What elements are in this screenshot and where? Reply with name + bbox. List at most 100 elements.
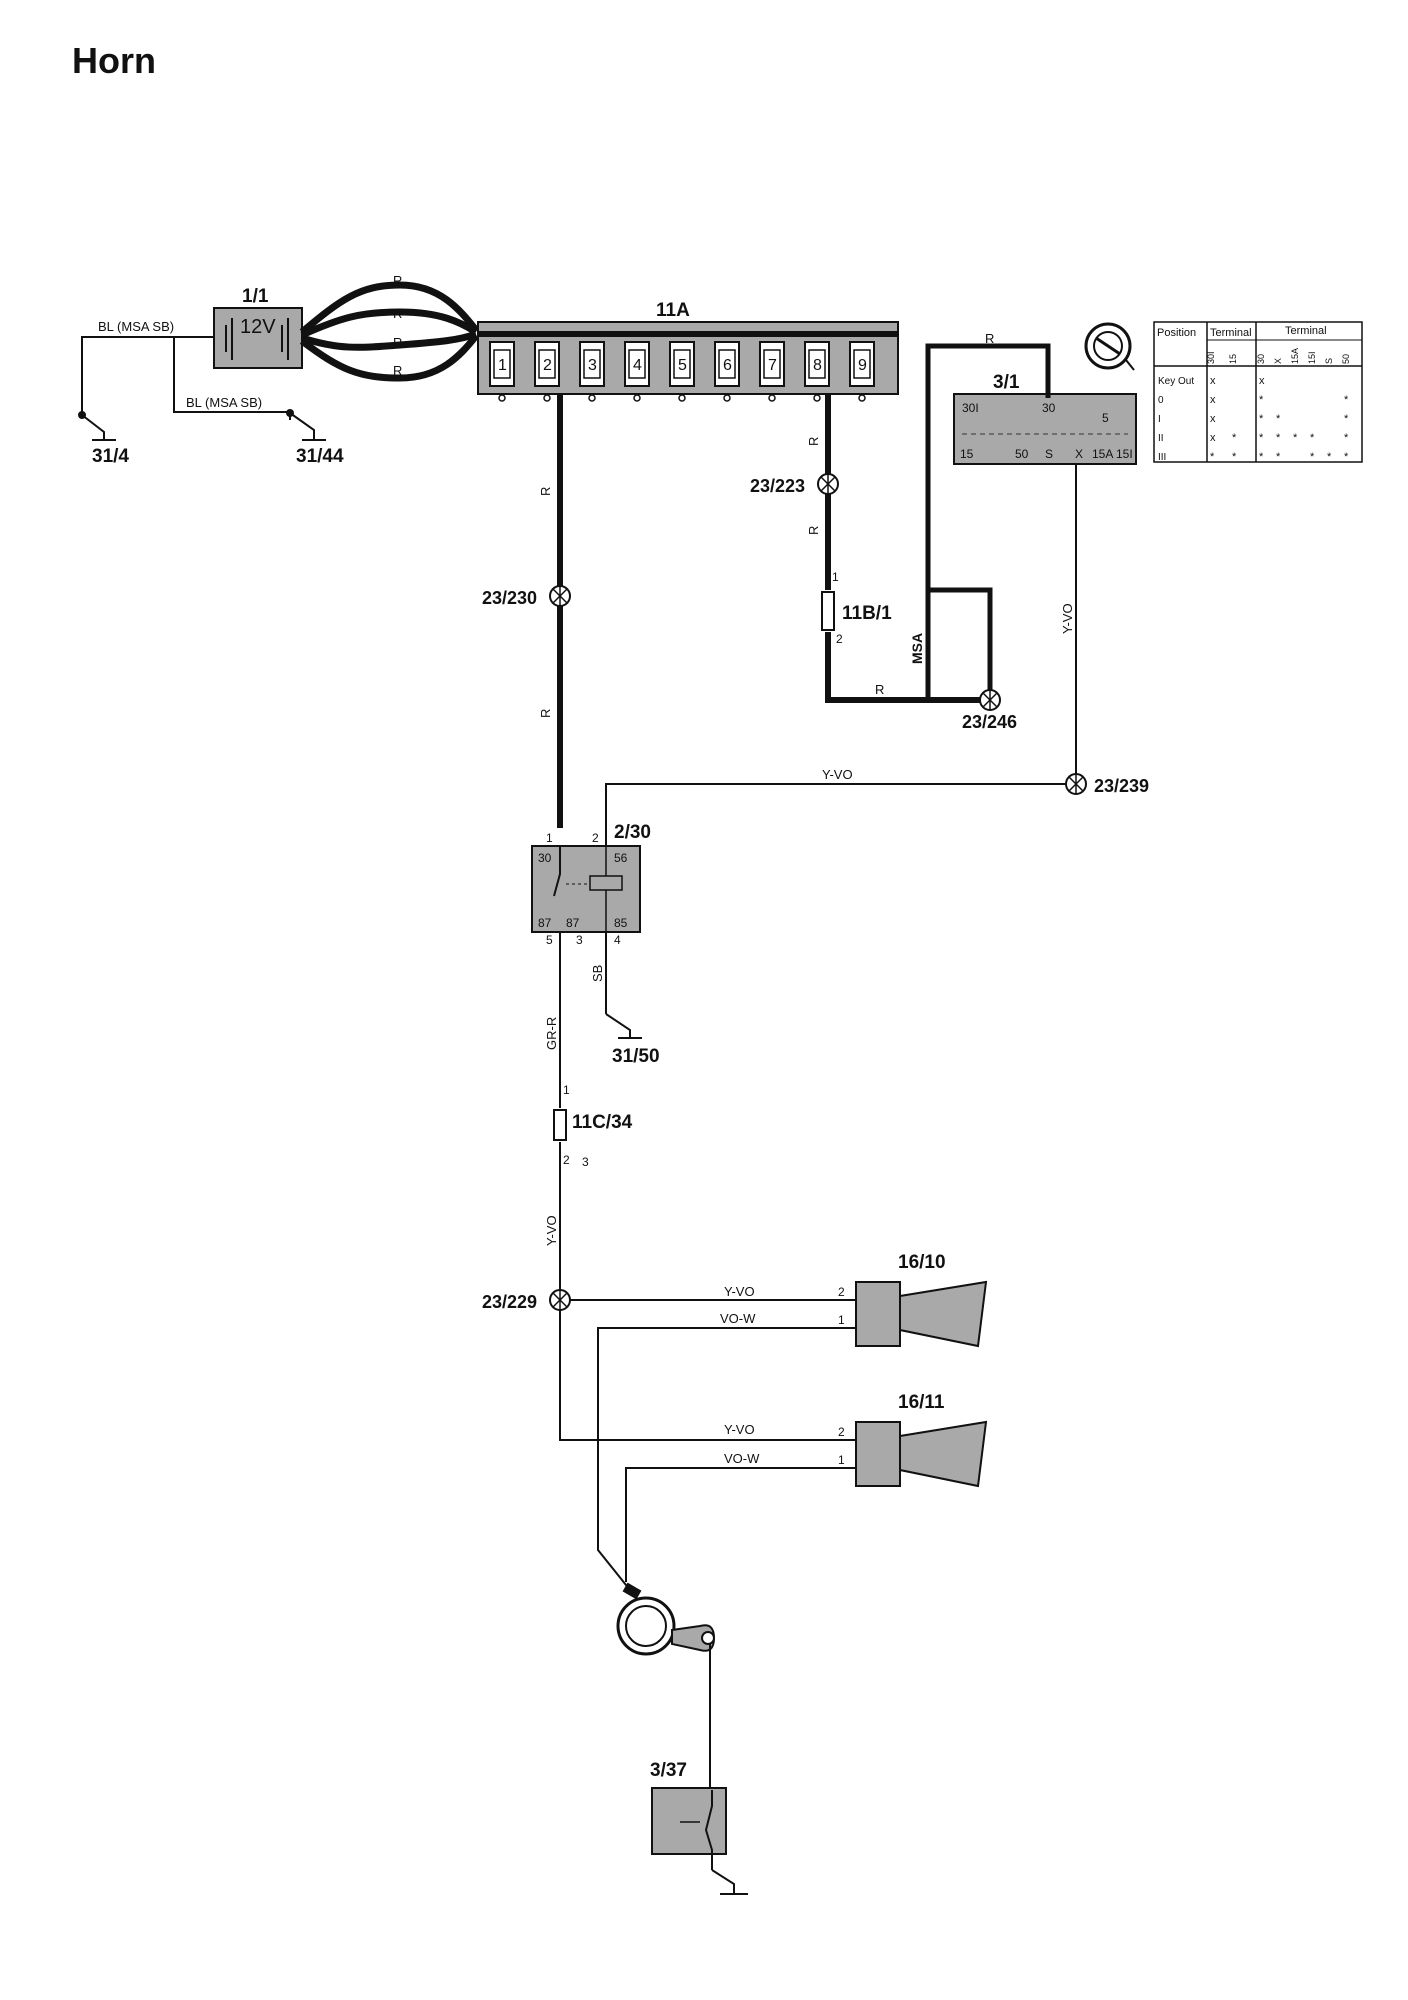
- svg-text:50: 50: [1015, 447, 1029, 461]
- splice-label: 23/230: [482, 588, 537, 608]
- horn-switch-3-37: 3/37: [650, 1760, 748, 1895]
- svg-text:1: 1: [838, 1313, 845, 1327]
- svg-text:2: 2: [836, 632, 843, 646]
- ground-label: 31/44: [296, 446, 344, 467]
- svg-text:2/30: 2/30: [614, 822, 651, 843]
- svg-text:GR-R: GR-R: [544, 1017, 559, 1050]
- table-cell-mark: *: [1327, 451, 1332, 463]
- svg-text:2: 2: [592, 831, 599, 845]
- svg-text:R: R: [393, 273, 402, 288]
- splices: 23/223 23/230 23/246 23/239 23/229: [482, 473, 1149, 1312]
- table-col-header: 50: [1341, 354, 1351, 364]
- svg-text:Y-VO: Y-VO: [724, 1422, 755, 1437]
- ground-label: 31/4: [92, 446, 129, 467]
- svg-text:85: 85: [614, 916, 628, 930]
- table-cell-mark: *: [1259, 413, 1264, 425]
- svg-text:4: 4: [614, 933, 621, 947]
- ground-31-50: SB 31/50: [590, 932, 660, 1067]
- svg-text:Terminal: Terminal: [1285, 325, 1327, 337]
- svg-text:30: 30: [1042, 401, 1056, 415]
- svg-text:3/37: 3/37: [650, 1760, 687, 1781]
- battery-ground-wires: BL (MSA SB) BL (MSA SB): [78, 319, 294, 420]
- table-row-position: II: [1158, 433, 1164, 444]
- battery-id: 1/1: [242, 286, 269, 307]
- svg-text:2: 2: [838, 1425, 845, 1439]
- fusebox-to-ignition-wire: R: [925, 331, 1051, 700]
- svg-text:3: 3: [582, 1155, 589, 1169]
- splice-point: 23/230: [482, 585, 571, 608]
- fuse-number: 6: [723, 357, 732, 374]
- table-col-header: 30I: [1206, 351, 1216, 364]
- horn-16-11: 16/11 2 1: [838, 1392, 988, 1488]
- wire-relay-to-11c: GR-R 11C/34 1 2 3 Y-VO: [544, 932, 633, 1300]
- svg-text:5: 5: [1102, 411, 1109, 425]
- table-col-header: 15I: [1307, 351, 1317, 364]
- svg-text:R: R: [393, 306, 402, 321]
- fuse-cell: 1: [489, 341, 515, 402]
- horn-16-10: 16/10 2 1: [838, 1252, 988, 1348]
- table-cell-mark: x: [1259, 375, 1265, 387]
- fuse-number: 5: [678, 357, 687, 374]
- fuse-cell: 5: [669, 341, 695, 402]
- splice-point: 23/239: [1065, 773, 1149, 796]
- svg-text:1: 1: [832, 570, 839, 584]
- splice-label: 23/229: [482, 1292, 537, 1312]
- splice-label: 23/246: [962, 712, 1017, 732]
- table-cell-mark: *: [1276, 451, 1281, 463]
- svg-text:Y-VO: Y-VO: [1060, 603, 1075, 634]
- table-row-position: I: [1158, 414, 1161, 425]
- svg-text:Position: Position: [1157, 327, 1196, 339]
- table-cell-mark: *: [1210, 451, 1215, 463]
- table-cell-mark: *: [1310, 432, 1315, 444]
- svg-text:31/50: 31/50: [612, 1046, 660, 1067]
- table-cell-mark: *: [1344, 432, 1349, 444]
- table-row-position: Key Out: [1158, 376, 1194, 387]
- svg-text:1: 1: [563, 1083, 570, 1097]
- table-col-header: 15A: [1290, 348, 1300, 364]
- fuse-number: 4: [633, 357, 642, 374]
- table-cell-mark: x: [1210, 432, 1216, 444]
- fuse-number: 3: [588, 357, 597, 374]
- svg-text:16/10: 16/10: [898, 1252, 946, 1273]
- table-cell-mark: *: [1232, 451, 1237, 463]
- steering-contact-icon: [616, 1582, 716, 1806]
- fusebox-id: 11A: [656, 300, 690, 321]
- svg-text:2: 2: [563, 1153, 570, 1167]
- svg-text:16/11: 16/11: [898, 1392, 945, 1413]
- horn-wires: Y-VO Y-VO VO-W VO-W: [559, 1284, 856, 1591]
- fuse-cell: 7: [759, 341, 785, 402]
- table-cell-mark: *: [1259, 451, 1264, 463]
- ignition-id: 3/1: [993, 372, 1020, 393]
- svg-text:VO-W: VO-W: [724, 1451, 760, 1466]
- ignition-switch: 3/1 30I 30 5 15 50 S X 15A 15I: [953, 322, 1137, 465]
- svg-text:R: R: [985, 331, 994, 346]
- svg-text:3: 3: [576, 933, 583, 947]
- svg-text:1: 1: [546, 831, 553, 845]
- table-row-position: 0: [1158, 395, 1164, 406]
- fuse-cell: 8: [804, 341, 830, 402]
- splice-point: 23/223: [750, 473, 839, 496]
- fuse-number: 2: [543, 357, 552, 374]
- table-cell-mark: *: [1259, 432, 1264, 444]
- svg-text:X: X: [1075, 447, 1083, 461]
- table-cell-mark: *: [1276, 413, 1281, 425]
- ground-31-4: 31/4: [81, 414, 129, 467]
- relay-2-30: 2/30 1 2 30 56 87 87 85 5 3 4: [531, 822, 651, 947]
- svg-text:30I: 30I: [962, 401, 979, 415]
- table-col-header: S: [1324, 358, 1334, 364]
- svg-text:15A: 15A: [1092, 447, 1113, 461]
- table-cell-mark: x: [1210, 413, 1216, 425]
- table-cell-mark: *: [1344, 394, 1349, 406]
- table-cell-mark: *: [1344, 451, 1349, 463]
- svg-text:30: 30: [538, 851, 552, 865]
- splice-point: 23/246: [962, 689, 1017, 732]
- msa-loop: MSA: [909, 587, 993, 700]
- svg-text:R: R: [393, 363, 402, 378]
- battery-positive-wires: R R R R: [299, 273, 479, 382]
- table-col-header: 30: [1256, 354, 1266, 364]
- fuse-cell: 6: [714, 341, 740, 402]
- fuse-cell: 4: [624, 341, 650, 402]
- ignition-body: [953, 393, 1137, 465]
